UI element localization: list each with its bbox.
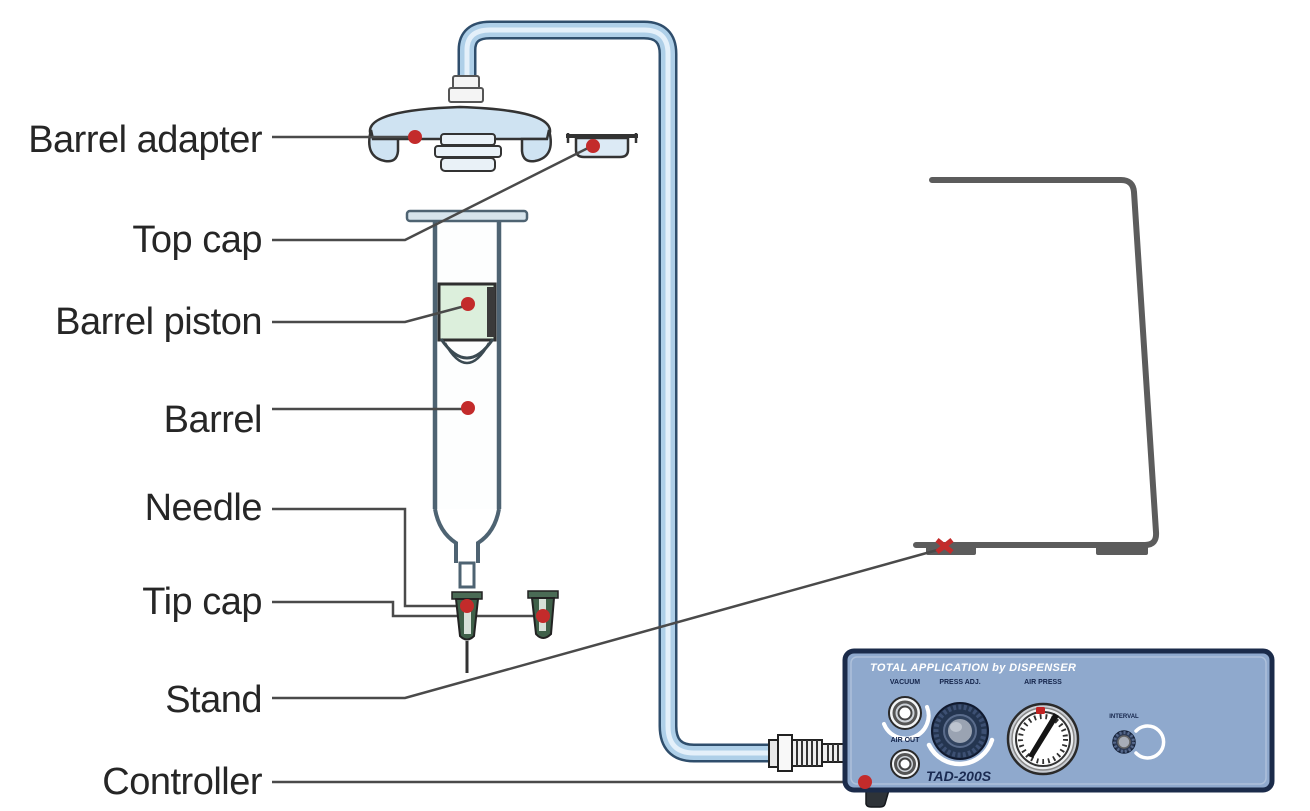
barrel-adapter [368, 75, 552, 172]
barrel-piston [437, 282, 497, 365]
barrel-tip [458, 561, 476, 589]
air-press-gauge [1006, 702, 1080, 776]
marker-dots [408, 130, 954, 789]
tube-fitting [768, 734, 852, 772]
controller-model: TAD-200S [926, 768, 992, 784]
barrel-flange [405, 209, 529, 223]
marker-top-cap [586, 139, 600, 153]
gauge-needle [1028, 713, 1059, 758]
vacuum-swoosh [882, 705, 931, 741]
leader-barrel-piston [272, 304, 466, 324]
label-stand: Stand [165, 679, 262, 721]
marker-tip-cap [536, 609, 550, 623]
adapter-wing-right [520, 129, 552, 163]
press-adj-knob[interactable] [931, 702, 989, 760]
marker-controller [858, 775, 872, 789]
interval-label: INTERVAL [1109, 714, 1139, 720]
gauge-red-mark [1036, 707, 1045, 714]
air-press-label: AIR PRESS [1024, 679, 1062, 686]
interval-swoosh [1134, 724, 1166, 760]
leader-stand [272, 547, 942, 700]
gauge-ticks [1018, 714, 1068, 764]
vacuum-port[interactable] [888, 696, 922, 730]
controller: TOTAL APPLICATION by DISPENSER VACUUM AI… [842, 648, 1275, 808]
marker-stand-x [935, 538, 954, 554]
leader-lines [272, 135, 942, 784]
press-adj-swoosh [926, 737, 995, 767]
marker-needle [460, 599, 474, 613]
controller-title: TOTAL APPLICATION by DISPENSER [870, 662, 1076, 674]
label-barrel: Barrel [163, 399, 263, 441]
label-top-cap: Top cap [132, 219, 262, 261]
adapter-wing-left [368, 129, 400, 163]
interval-knob[interactable] [1112, 730, 1136, 754]
marker-barrel-piston [461, 297, 475, 311]
air-out-label: AIR OUT [891, 737, 921, 744]
press-adj-label: PRESS ADJ. [939, 679, 980, 686]
vacuum-label: VACUUM [890, 679, 920, 686]
label-tip-cap: Tip cap [142, 581, 262, 623]
leader-top-cap [272, 145, 591, 242]
label-controller: Controller [102, 761, 262, 803]
barrel [405, 209, 529, 589]
stand-foot-right [1096, 545, 1148, 555]
stand [913, 177, 1160, 555]
leader-needle [272, 507, 460, 608]
marker-barrel-adapter [408, 130, 422, 144]
marker-barrel [461, 401, 475, 415]
controller-foot [865, 789, 890, 808]
label-barrel-adapter: Barrel adapter [28, 119, 262, 161]
label-barrel-piston: Barrel piston [55, 301, 262, 343]
air-tube [457, 20, 773, 763]
air-out-port[interactable] [890, 749, 920, 779]
label-needle: Needle [144, 487, 263, 529]
